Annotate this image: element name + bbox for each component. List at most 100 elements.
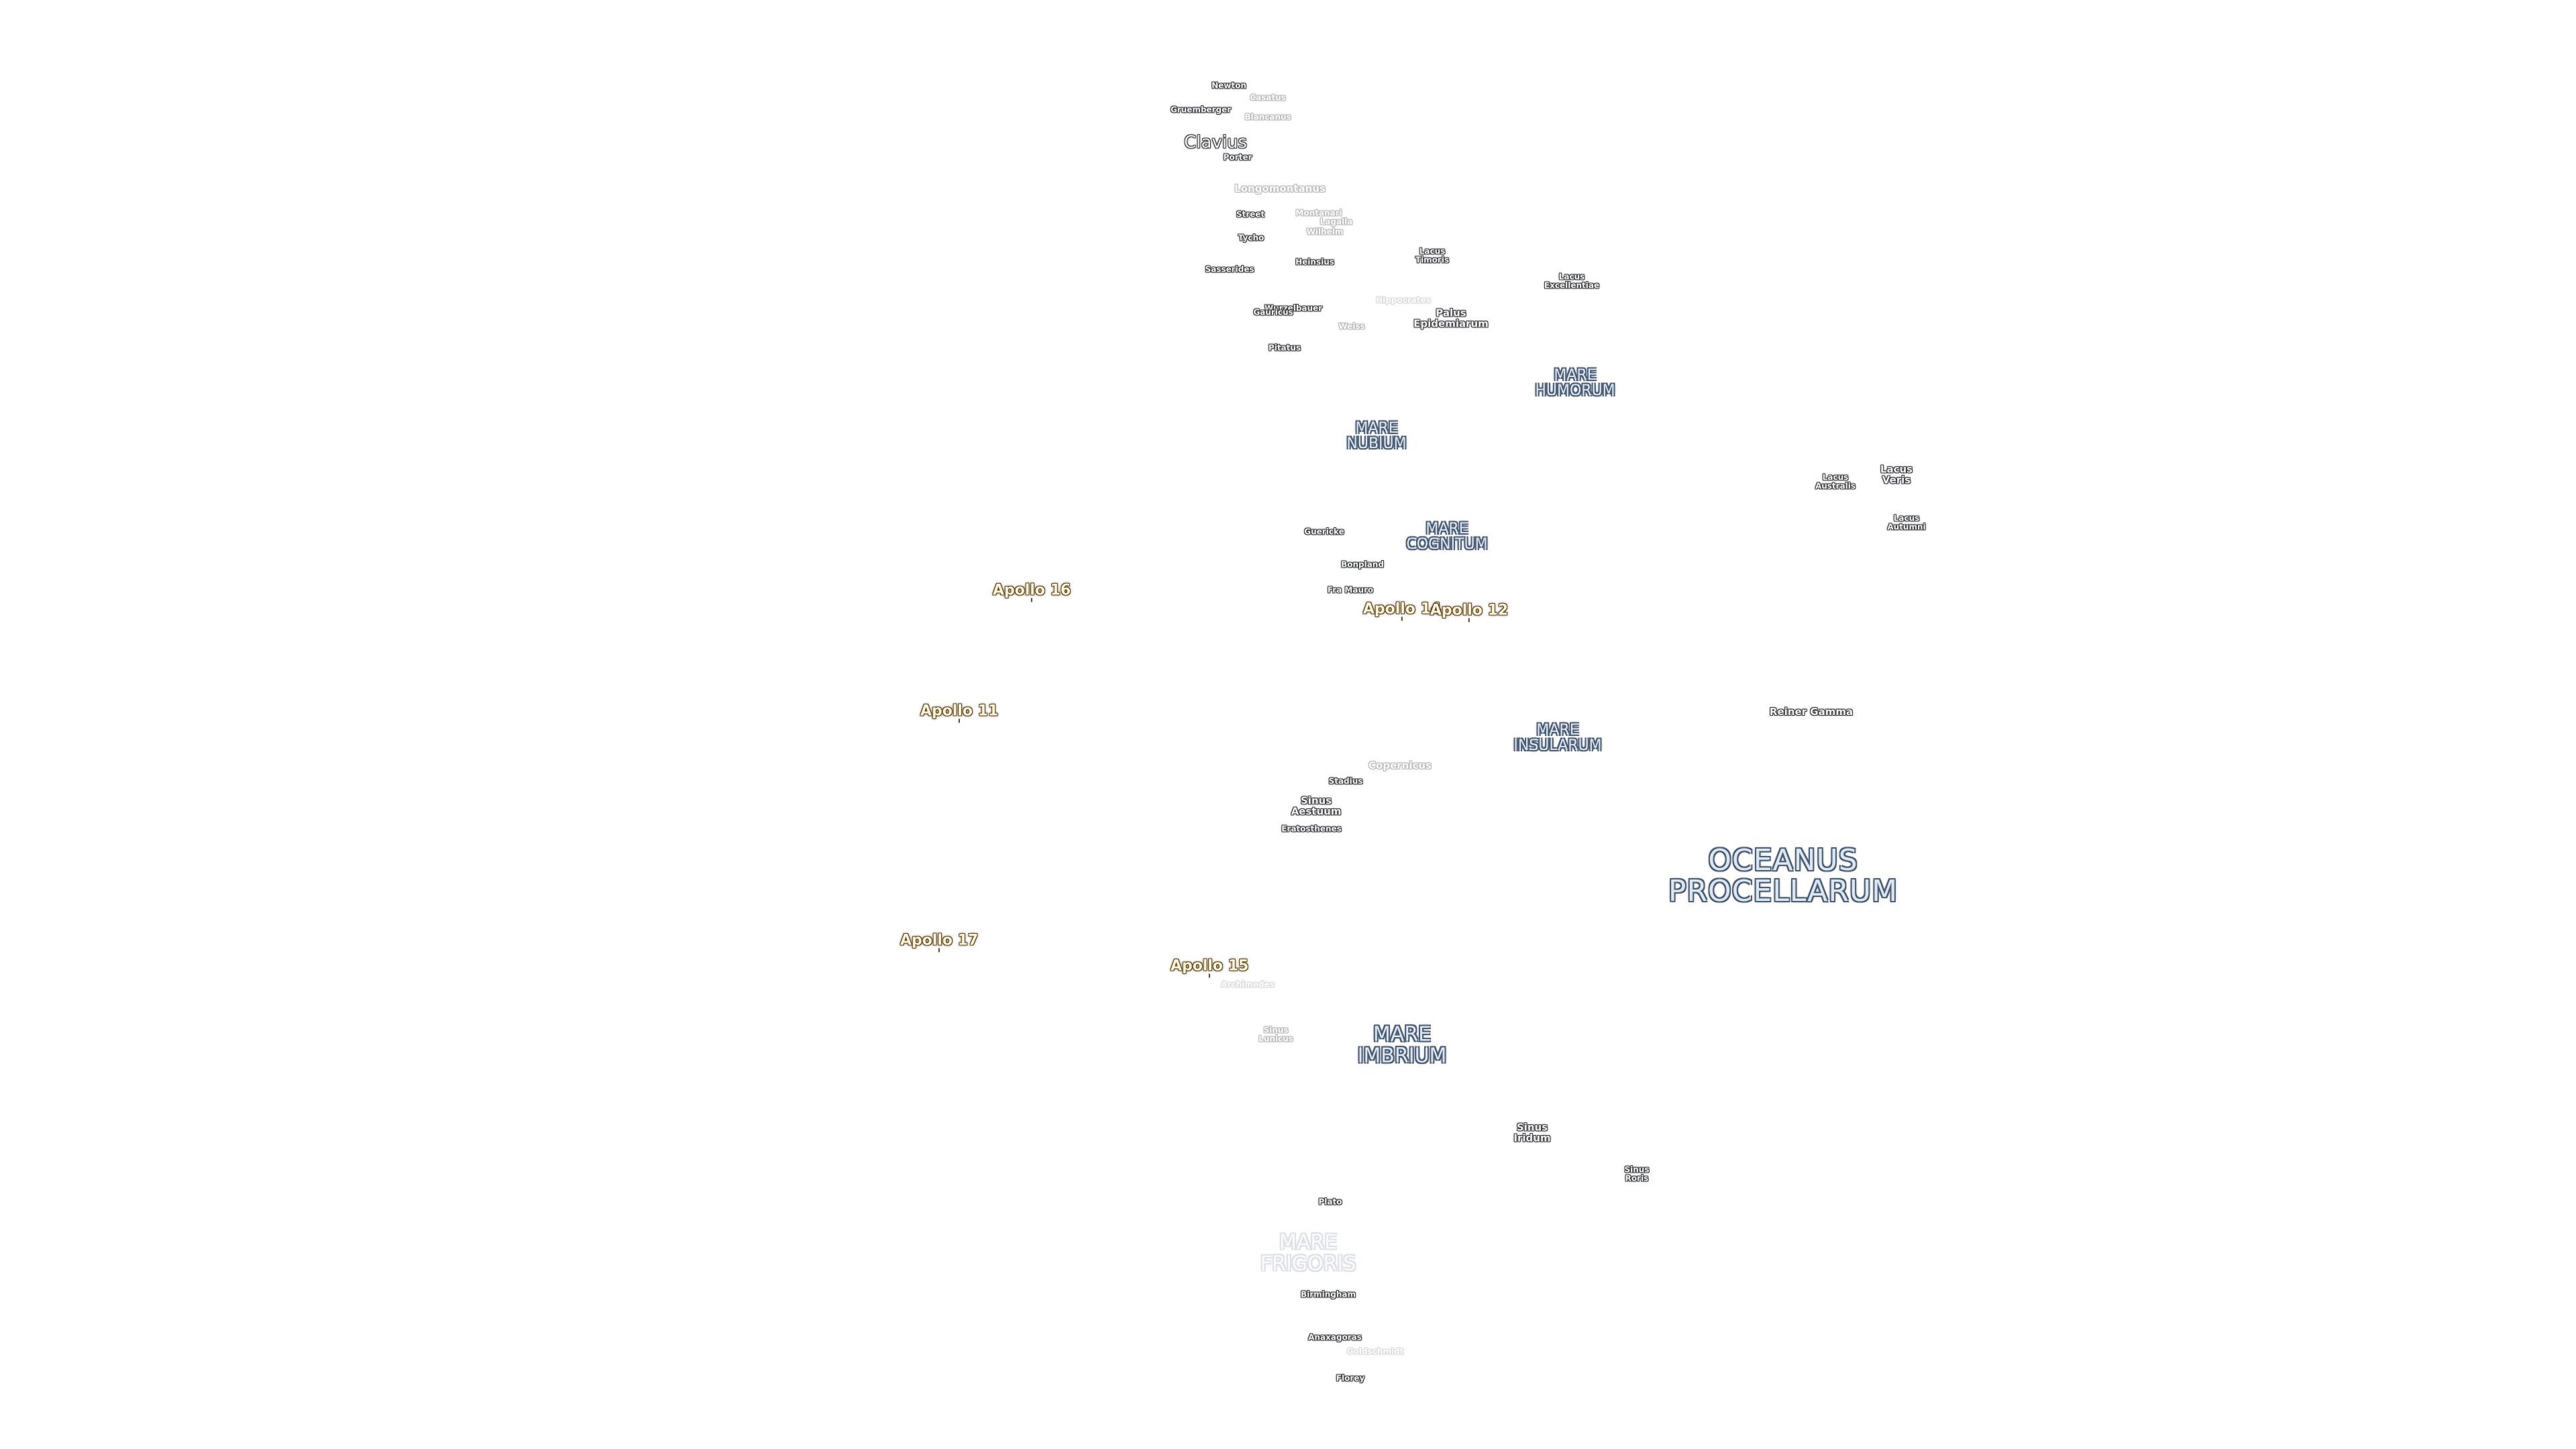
label-line: Sinus [1516,1121,1548,1134]
label-street[interactable]: Street [1236,211,1265,219]
label-line: Newton [1212,80,1246,91]
landing-site-apollo-14[interactable]: Apollo 14 [1362,600,1442,618]
label-line: HUMORUM [1535,382,1615,399]
label-line: Sinus [1263,1025,1289,1035]
landing-site-apollo-12[interactable]: Apollo 12 [1430,602,1509,619]
label-gruemberger[interactable]: Gruemberger [1171,106,1231,115]
label-line: Aestuum [1291,805,1342,817]
label-line: Gruemberger [1170,105,1232,115]
label-line: Casatus [1250,93,1286,103]
label-line: Sinus [1624,1165,1650,1175]
label-clavius[interactable]: Clavius [1184,133,1247,152]
label-bonpland[interactable]: Bonpland [1341,561,1384,570]
label-line: Lacus [1880,463,1913,476]
label-line: MARE [1426,520,1468,537]
label-pitatus[interactable]: Pitatus [1269,344,1301,353]
label-porter[interactable]: Porter [1224,154,1252,162]
label-guericke[interactable]: Guericke [1304,528,1344,537]
label-line: Hippocrates [1376,295,1431,305]
label-stadius[interactable]: Stadius [1329,777,1363,786]
landing-site-apollo-17[interactable]: Apollo 17 [900,932,979,949]
label-line: INSULARUM [1513,737,1602,754]
label-montanari[interactable]: Montanari [1295,209,1342,218]
label-longomontanus[interactable]: Longomontanus [1234,182,1326,195]
label-line: Palus [1436,307,1466,319]
label-line: Wurzelbauer [1264,303,1323,313]
label-florey[interactable]: Florey [1336,1375,1364,1383]
label-line: Sinus [1300,794,1332,807]
label-line: Guericke [1304,527,1344,537]
label-line: Stadius [1328,776,1363,786]
label-line: Birmingham [1300,1289,1356,1299]
label-line: COGNITUM [1406,536,1488,553]
label-anaxagoras[interactable]: Anaxagoras [1308,1334,1362,1342]
label-copernicus[interactable]: Copernicus [1368,759,1432,772]
label-line: Excellentiae [1544,280,1600,290]
label-reiner-gamma[interactable]: Reiner Gamma [1770,706,1853,718]
label-newton[interactable]: Newton [1212,82,1246,91]
label-line: Epidemiarum [1413,317,1489,329]
label-line: MARE [1373,1022,1432,1046]
label-line: Florey [1336,1373,1365,1383]
label-line: Sasserides [1205,264,1254,274]
label-line: MARE [1279,1230,1338,1254]
label-eratosthenes[interactable]: Eratosthenes [1281,825,1342,834]
label-line: Veris [1882,474,1911,486]
label-heinsius[interactable]: Heinsius [1295,258,1334,267]
label-line: PROCELLARUM [1668,874,1898,908]
label-wilhelm[interactable]: Wilhelm [1307,228,1344,237]
label-hippocrates[interactable]: Hippocrates [1376,297,1431,305]
label-archimedes[interactable]: Archimedes [1221,981,1275,989]
landing-site-apollo-15[interactable]: Apollo 15 [1170,957,1249,975]
label-goldschmidt[interactable]: Goldschmidt [1347,1348,1404,1356]
label-line: Porter [1223,152,1252,162]
label-line: Longomontanus [1234,182,1326,195]
label-line: Wilhelm [1306,227,1344,237]
label-line: Iridum [1513,1132,1551,1144]
landing-site-apollo-11[interactable]: Apollo 11 [920,702,999,720]
label-casatus[interactable]: Casatus [1250,94,1286,103]
label-wurzelbauer[interactable]: Wurzelbauer [1265,305,1322,313]
label-line: Fra Mauro [1327,585,1374,595]
label-line: MARE [1554,366,1597,384]
label-fra-mauro[interactable]: Fra Mauro [1328,586,1373,595]
label-line: Roris [1625,1173,1649,1183]
label-gauricus[interactable]: Gauricus [1253,309,1293,317]
label-line: Australis [1815,481,1856,490]
landing-site-apollo-16[interactable]: Apollo 16 [992,582,1071,599]
label-line: FRIGORIS [1260,1252,1356,1275]
label-line: Heinsius [1295,257,1334,267]
label-tycho[interactable]: Tycho [1238,234,1264,243]
label-line: Clavius [1184,132,1247,153]
label-plato[interactable]: Plato [1319,1198,1342,1207]
label-line: Copernicus [1368,759,1432,772]
label-birmingham[interactable]: Birmingham [1301,1291,1356,1299]
label-line: Gauricus [1253,307,1293,317]
label-line: Autumni [1887,522,1926,531]
label-line: Eratosthenes [1281,824,1342,834]
label-weiss[interactable]: Weiss [1338,323,1364,331]
label-lagalla[interactable]: Lagalla [1320,218,1353,227]
label-blancanus[interactable]: Blancanus [1244,113,1291,122]
label-line: Blancanus [1244,112,1291,122]
label-line: Lagalla [1320,217,1353,227]
label-sasserides[interactable]: Sasserides [1205,266,1254,274]
